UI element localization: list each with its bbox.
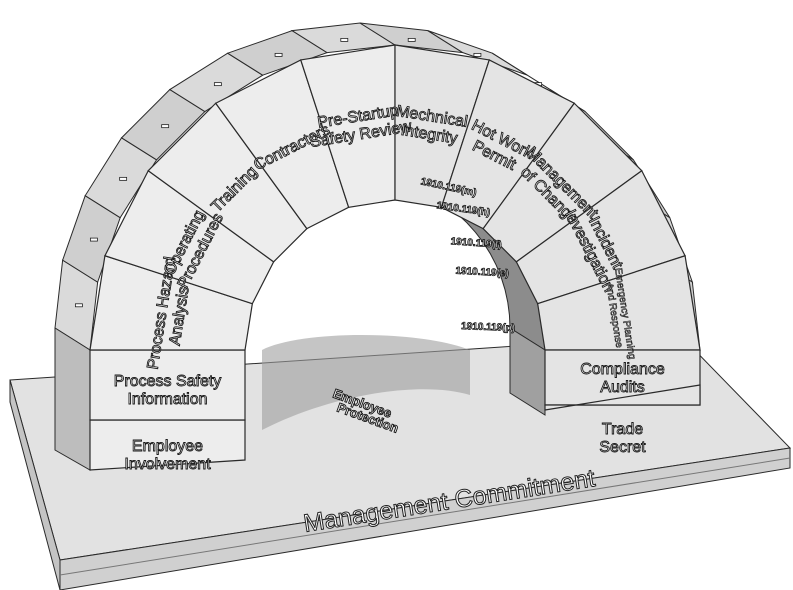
stone-label-line: Process Safety <box>114 373 222 390</box>
arch-top-tick <box>407 37 416 42</box>
stone-label-line: Employee <box>132 438 203 455</box>
inner-code-label: 1910.119(p) <box>461 321 515 334</box>
arch-front-stones <box>89 44 701 471</box>
arch-top-tick <box>119 176 128 181</box>
arch-top-tick <box>340 37 349 42</box>
arch-left-outer-side <box>54 327 91 471</box>
arch-top-tick <box>274 52 283 57</box>
stone-label-line: Involvement <box>124 456 211 473</box>
arch-top-tick <box>161 124 170 129</box>
stone-label-emergency-planning-and-response: Emergency PlanningAnd Response <box>601 267 637 362</box>
arch-stone-face <box>544 384 701 411</box>
stone-label-line: Audits <box>600 379 644 396</box>
stone-label-line: Information <box>127 391 207 408</box>
inner-code-label: 1910.119(e) <box>455 266 509 280</box>
arch-top-tick <box>89 237 98 242</box>
stone-label-line: Compliance <box>580 361 665 378</box>
arch-top-tick <box>74 303 83 308</box>
base-front-edge-line <box>59 457 791 576</box>
stone-label-line: Trade <box>602 421 643 438</box>
base-left-face <box>9 379 61 590</box>
inner-code-label: 1910.119(f) <box>450 236 502 251</box>
arch-shadow <box>262 335 470 430</box>
arch-top-tick <box>213 82 222 87</box>
stone-label-line: Secret <box>599 439 646 456</box>
arch-top-tick <box>473 52 482 57</box>
arch-stone-trade-secret <box>544 384 701 411</box>
